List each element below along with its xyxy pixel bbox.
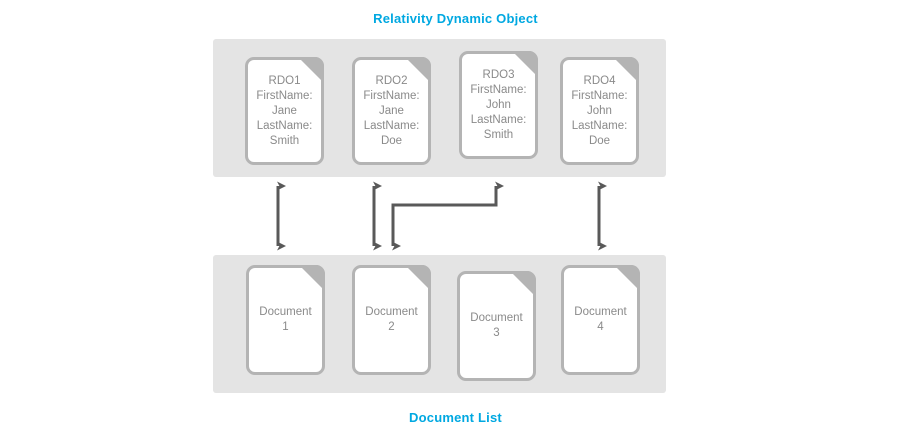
page-fold-icon (614, 265, 640, 291)
document-list-title: Document List (409, 410, 502, 425)
page-fold-icon (510, 271, 536, 297)
document-card-4-text: Document 4 (574, 306, 627, 333)
document-card-2-text: Document 2 (365, 306, 418, 333)
rdo-card-1-text: RDO1 FirstName: Jane LastName: Smith (256, 74, 313, 147)
page-fold-icon (298, 57, 324, 83)
document-card-1-text: Document 1 (259, 306, 312, 333)
document-card-3[interactable]: Document 3 (457, 271, 536, 381)
page-fold-icon (405, 57, 431, 83)
relativity-dynamic-object-title: Relativity Dynamic Object (373, 11, 538, 26)
document-card-4[interactable]: Document 4 (561, 265, 640, 375)
rdo-card-3[interactable]: RDO3 FirstName: John LastName: Smith (459, 51, 538, 159)
document-card-2[interactable]: Document 2 (352, 265, 431, 375)
rdo-card-4-text: RDO4 FirstName: John LastName: Doe (571, 74, 628, 147)
document-card-1[interactable]: Document 1 (246, 265, 325, 375)
rdo-card-2-text: RDO2 FirstName: Jane LastName: Doe (363, 74, 420, 147)
rdo-card-4[interactable]: RDO4 FirstName: John LastName: Doe (560, 57, 639, 165)
page-fold-icon (512, 51, 538, 77)
connector-rdo3-document2 (391, 181, 504, 251)
page-fold-icon (299, 265, 325, 291)
rdo-card-1[interactable]: RDO1 FirstName: Jane LastName: Smith (245, 57, 324, 165)
rdo-card-3-text: RDO3 FirstName: John LastName: Smith (470, 68, 527, 141)
document-card-3-text: Document 3 (470, 312, 523, 339)
page-fold-icon (613, 57, 639, 83)
rdo-card-2[interactable]: RDO2 FirstName: Jane LastName: Doe (352, 57, 431, 165)
page-fold-icon (405, 265, 431, 291)
